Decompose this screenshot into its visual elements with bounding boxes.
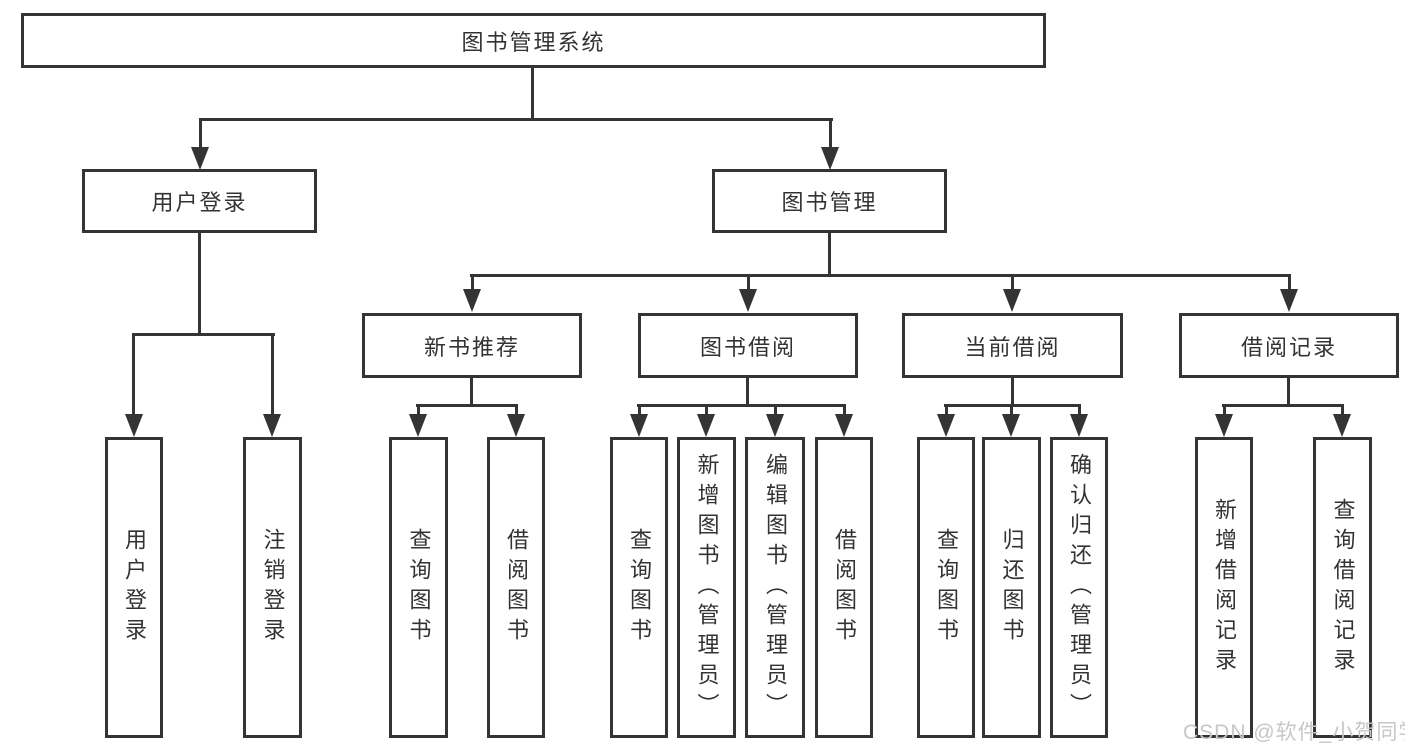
connector-line bbox=[416, 404, 518, 407]
arrowhead-icon bbox=[1333, 414, 1351, 437]
connector-line bbox=[531, 68, 534, 121]
arrowhead-icon bbox=[1215, 414, 1233, 437]
leaf-label: 借阅图书 bbox=[832, 527, 857, 648]
leaf-label: 注销登录 bbox=[260, 527, 286, 648]
leaf-add-books-admin: 新增图书（管理员） bbox=[677, 437, 736, 738]
connector-line bbox=[1341, 407, 1344, 416]
arrowhead-icon bbox=[937, 414, 955, 437]
arrowhead-icon bbox=[821, 147, 839, 170]
arrowhead-icon bbox=[507, 414, 525, 437]
leaf-label: 用户登录 bbox=[122, 527, 147, 648]
leaf-query-books-borrow: 查询图书 bbox=[610, 437, 668, 738]
leaf-label: 新增图书（管理员） bbox=[694, 452, 720, 723]
arrowhead-icon bbox=[1003, 289, 1021, 312]
leaf-label: 查询图书 bbox=[934, 527, 959, 648]
node-label: 当前借阅 bbox=[964, 334, 1061, 360]
node-root: 图书管理系统 bbox=[21, 13, 1046, 68]
connector-line bbox=[746, 378, 749, 407]
node-book-borrow: 图书借阅 bbox=[638, 313, 858, 378]
arrowhead-icon bbox=[739, 289, 757, 312]
connector-line bbox=[843, 407, 846, 416]
connector-line bbox=[1011, 378, 1014, 407]
arrowhead-icon bbox=[1280, 289, 1298, 312]
leaf-label: 归还图书 bbox=[999, 527, 1025, 648]
connector-line bbox=[828, 233, 831, 277]
leaf-label: 查询图书 bbox=[627, 527, 652, 648]
leaf-query-books-newbook: 查询图书 bbox=[389, 437, 448, 738]
leaf-add-borrow-record: 新增借阅记录 bbox=[1195, 437, 1253, 738]
leaf-label: 确认归还（管理员） bbox=[1067, 452, 1092, 723]
leaf-query-borrow-record: 查询借阅记录 bbox=[1313, 437, 1372, 738]
node-label: 图书管理 bbox=[781, 190, 878, 215]
connector-line bbox=[945, 407, 948, 416]
arrowhead-icon bbox=[1070, 414, 1088, 437]
connector-line bbox=[132, 333, 275, 336]
connector-line bbox=[198, 233, 201, 336]
connector-line bbox=[515, 407, 518, 416]
connector-line bbox=[471, 277, 474, 291]
leaf-label: 借阅图书 bbox=[504, 527, 529, 648]
arrowhead-icon bbox=[463, 289, 481, 312]
connector-line bbox=[470, 274, 1291, 277]
connector-line bbox=[470, 378, 473, 407]
arrowhead-icon bbox=[1002, 414, 1020, 437]
node-book-management: 图书管理 bbox=[712, 169, 947, 233]
connector-line bbox=[1222, 404, 1344, 407]
arrowhead-icon bbox=[263, 414, 281, 437]
connector-line bbox=[199, 118, 833, 121]
connector-line bbox=[1288, 277, 1291, 291]
leaf-user-login: 用户登录 bbox=[105, 437, 163, 738]
connector-line bbox=[1011, 277, 1014, 291]
arrowhead-icon bbox=[835, 414, 853, 437]
node-label: 新书推荐 bbox=[423, 334, 520, 360]
leaf-label: 查询借阅记录 bbox=[1330, 497, 1356, 678]
connector-line bbox=[132, 336, 135, 415]
connector-line bbox=[417, 407, 420, 416]
node-new-book-recommend: 新书推荐 bbox=[362, 313, 582, 378]
node-label: 图书借阅 bbox=[699, 334, 796, 360]
node-current-borrow: 当前借阅 bbox=[902, 313, 1123, 378]
leaf-label: 查询图书 bbox=[406, 527, 432, 648]
leaf-edit-books-admin: 编辑图书（管理员） bbox=[745, 437, 805, 738]
connector-line bbox=[944, 404, 1081, 407]
connector-line bbox=[1078, 407, 1081, 416]
connector-line bbox=[1010, 407, 1013, 416]
connector-line bbox=[774, 407, 777, 416]
arrowhead-icon bbox=[630, 414, 648, 437]
node-borrow-records: 借阅记录 bbox=[1179, 313, 1399, 378]
arrowhead-icon bbox=[697, 414, 715, 437]
watermark: CSDN @软件_小贺同学 bbox=[1183, 721, 1405, 744]
leaf-borrow-books-newbook: 借阅图书 bbox=[487, 437, 545, 738]
node-user-login: 用户登录 bbox=[82, 169, 317, 233]
leaf-label: 新增借阅记录 bbox=[1212, 497, 1237, 678]
arrowhead-icon bbox=[766, 414, 784, 437]
connector-line bbox=[271, 336, 274, 415]
arrowhead-icon bbox=[409, 414, 427, 437]
connector-line bbox=[705, 407, 708, 416]
node-label: 用户登录 bbox=[151, 190, 248, 215]
node-label: 图书管理系统 bbox=[461, 29, 606, 55]
connector-line bbox=[637, 404, 846, 407]
node-label: 借阅记录 bbox=[1240, 334, 1337, 360]
connector-line bbox=[1287, 378, 1290, 407]
connector-line bbox=[1223, 407, 1226, 416]
connector-line bbox=[829, 121, 832, 148]
connector-line bbox=[747, 277, 750, 291]
leaf-borrow-books: 借阅图书 bbox=[815, 437, 873, 738]
leaf-query-books-current: 查询图书 bbox=[917, 437, 975, 738]
leaf-label: 编辑图书（管理员） bbox=[763, 452, 788, 723]
leaf-return-books: 归还图书 bbox=[982, 437, 1041, 738]
connector-line bbox=[199, 121, 202, 148]
arrowhead-icon bbox=[191, 147, 209, 170]
leaf-confirm-return-admin: 确认归还（管理员） bbox=[1050, 437, 1108, 738]
connector-line bbox=[638, 407, 641, 416]
leaf-logout: 注销登录 bbox=[243, 437, 302, 738]
arrowhead-icon bbox=[125, 414, 143, 437]
